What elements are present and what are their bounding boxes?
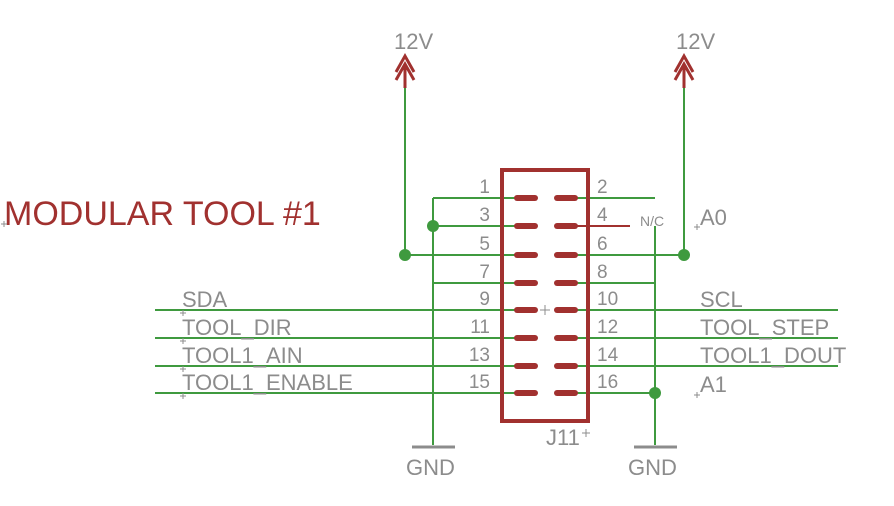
junction-dot	[678, 249, 690, 261]
ground-left-label: GND	[406, 455, 455, 480]
supply-right-label: 12V	[676, 29, 715, 54]
connector-pins	[514, 195, 578, 396]
ground-right-label: GND	[628, 455, 677, 480]
supply-left-arrow-icon	[394, 52, 416, 88]
pin-number: 11	[470, 317, 490, 338]
net-label-sda: SDA	[182, 287, 228, 312]
junction-dot	[427, 220, 439, 232]
net-label-a0: A0	[700, 205, 727, 230]
pin-number: 7	[479, 262, 490, 283]
pin-number: 1	[479, 177, 490, 198]
junction-dot	[649, 387, 661, 399]
pin-number: 3	[479, 205, 490, 226]
pin-number: 14	[597, 345, 619, 366]
net-label-tool1-ain: TOOL1_AIN	[182, 343, 303, 368]
junction-dot	[399, 249, 411, 261]
net-label-a1: A1	[700, 372, 727, 397]
wires	[155, 88, 838, 445]
no-connect-label: N/C	[640, 213, 664, 229]
net-label-tool-step: TOOL_STEP	[700, 315, 829, 340]
supply-right-arrow-icon	[673, 52, 695, 88]
pin-number: 4	[597, 205, 608, 226]
pin-number: 8	[597, 262, 608, 283]
pin-number: 12	[597, 317, 618, 338]
pin-number: 9	[479, 289, 490, 310]
net-label-tool1-enable: TOOL1_ENABLE	[182, 370, 353, 395]
pin-number: 16	[597, 372, 618, 393]
connector-reference: J11	[546, 425, 580, 450]
schematic-title: MODULAR TOOL #1	[4, 195, 321, 233]
connector-body	[500, 168, 590, 423]
pin-number: 15	[469, 372, 490, 393]
net-label-tool1-dout: TOOL1_DOUT	[700, 343, 846, 368]
pin-number: 13	[469, 345, 490, 366]
pin-number: 5	[479, 234, 490, 255]
supply-left-label: 12V	[394, 29, 433, 54]
net-label-origin-marks	[180, 224, 700, 437]
net-label-scl: SCL	[700, 287, 743, 312]
pin-number: 6	[597, 234, 608, 255]
pin-number: 2	[597, 177, 608, 198]
pin-number: 10	[597, 289, 618, 310]
net-label-tool-dir: TOOL_DIR	[182, 315, 292, 340]
